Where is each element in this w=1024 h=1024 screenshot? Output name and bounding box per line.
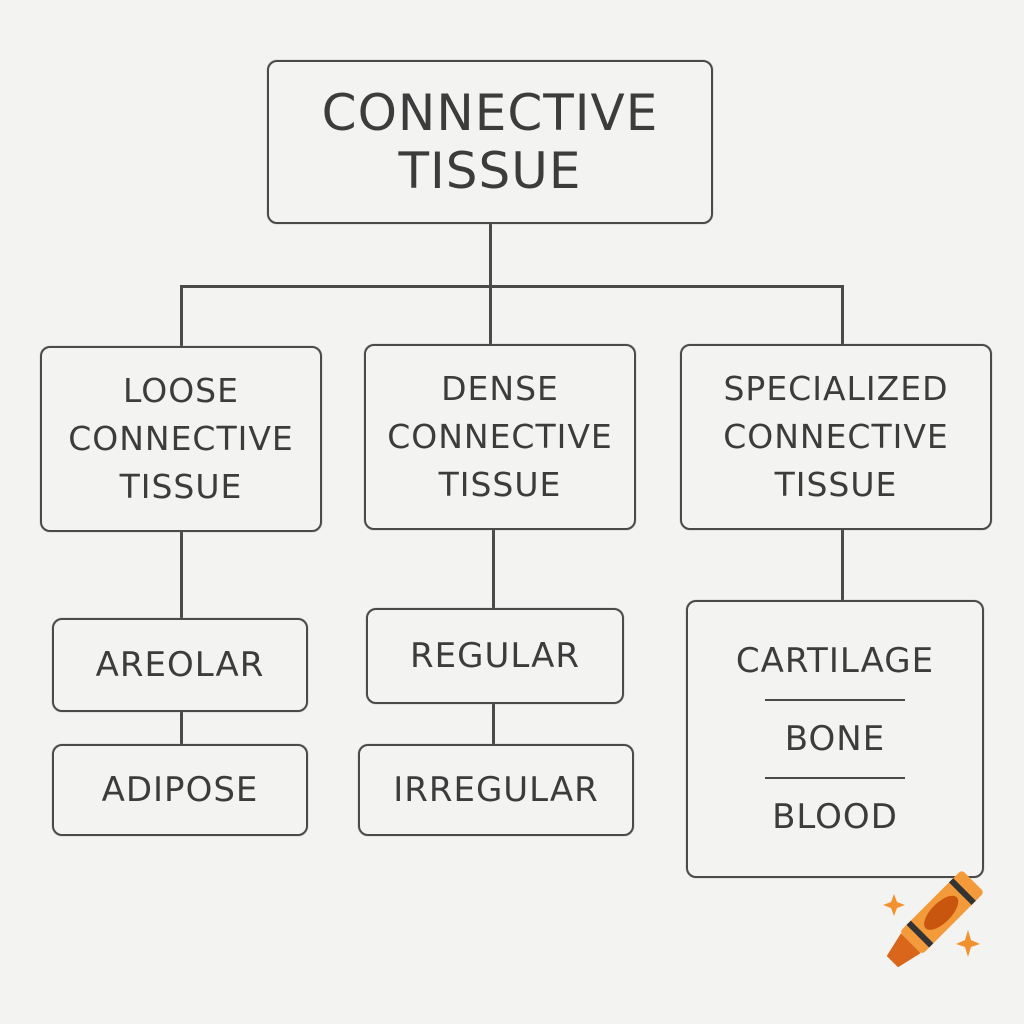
sparkle-icon [956,930,980,957]
connector [180,285,843,288]
divider [765,777,905,779]
root-label-line1: CONNECTIVE [321,84,659,142]
leaf-regular: REGULAR [366,608,624,704]
crayon-icon [883,871,983,968]
category-label: LOOSE [123,371,239,410]
category-label: CONNECTIVE [387,417,613,456]
category-label: TISSUE [774,465,898,504]
category-label: TISSUE [438,465,562,504]
connector [492,530,495,610]
leaf-label: ADIPOSE [101,770,259,810]
category-specialized: SPECIALIZED CONNECTIVE TISSUE [680,344,992,530]
leaf-label: AREOLAR [95,645,265,685]
root-node: CONNECTIVE TISSUE [267,60,713,224]
connector [489,285,492,345]
sparkle-icon [883,894,905,916]
divider [765,699,905,701]
root-label-line2: TISSUE [398,142,582,200]
connector [841,530,844,602]
category-label: CONNECTIVE [68,419,294,458]
leaf-label: BONE [784,719,886,759]
category-dense: DENSE CONNECTIVE TISSUE [364,344,636,530]
category-loose: LOOSE CONNECTIVE TISSUE [40,346,322,532]
connector [492,702,495,746]
connector [841,285,844,345]
connector [180,285,183,347]
category-label: CONNECTIVE [723,417,949,456]
leaf-label: REGULAR [410,636,580,676]
category-label: SPECIALIZED [723,369,949,408]
leaf-irregular: IRREGULAR [358,744,634,836]
connector [489,224,492,286]
connector [180,532,183,620]
category-label: TISSUE [119,467,243,506]
leaf-label: BLOOD [772,797,898,837]
leaf-areolar: AREOLAR [52,618,308,712]
leaf-specialized-group: CARTILAGE BONE BLOOD [686,600,984,878]
leaf-label: CARTILAGE [735,641,935,681]
leaf-adipose: ADIPOSE [52,744,308,836]
leaf-label: IRREGULAR [393,770,599,810]
category-label: DENSE [441,369,559,408]
connector [180,710,183,746]
